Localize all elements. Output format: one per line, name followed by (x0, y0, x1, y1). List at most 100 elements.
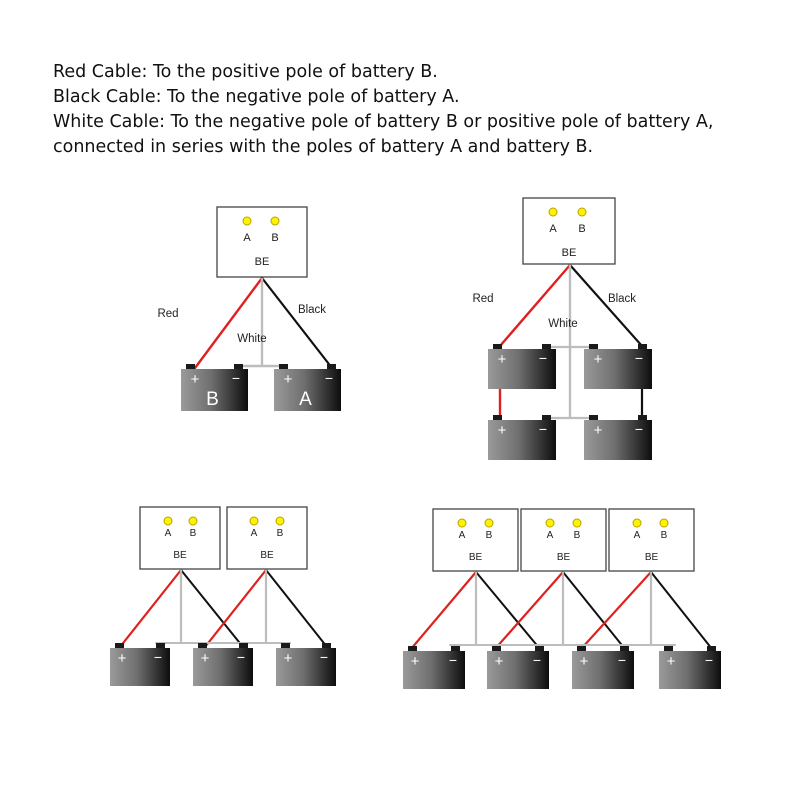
battery: +−B (181, 364, 248, 411)
white-cable-label: White (548, 318, 577, 330)
battery-terminal-minus (542, 344, 551, 349)
battery-plus-sign: + (201, 650, 210, 667)
battery: +− (110, 643, 170, 686)
battery-body (274, 369, 341, 411)
battery-terminal-plus (281, 643, 290, 648)
battery-plus-sign: + (498, 351, 507, 368)
module-box (520, 508, 607, 572)
battery-terminal-minus (707, 646, 716, 651)
module-be-label: BE (557, 552, 571, 563)
red-cable (579, 570, 653, 651)
battery-plus-sign: + (580, 653, 589, 670)
battery-plus-sign: + (594, 422, 603, 439)
indicator-a-label: A (243, 232, 251, 244)
battery-body (276, 648, 336, 686)
battery-terminal-plus (664, 646, 673, 651)
battery-terminal-minus (327, 364, 336, 369)
module-box (216, 206, 308, 278)
black-cable (180, 569, 244, 648)
indicator-b-icon (188, 516, 198, 526)
battery-minus-sign: − (635, 421, 643, 437)
battery-body (193, 648, 253, 686)
battery-minus-sign: − (539, 421, 547, 437)
battery: +− (659, 646, 721, 689)
black-cable (260, 276, 334, 370)
battery-minus-sign: − (533, 652, 541, 668)
indicator-a-label: A (547, 530, 554, 541)
battery-plus-sign: + (495, 653, 504, 670)
indicator-b-label: B (190, 528, 197, 539)
white-cable-label: White (237, 333, 266, 345)
battery-terminal-plus (115, 643, 124, 648)
indicator-b-label: B (277, 528, 284, 539)
batteries-layer: +−B+−A+−+−+−+−+−+−+−+−+−+−+− (110, 344, 721, 689)
battery-plus-sign: + (284, 371, 293, 388)
battery: +−A (274, 364, 341, 411)
battery-letter: A (299, 389, 312, 410)
black-cable-label: Black (298, 304, 326, 316)
red-cable (118, 568, 183, 649)
module-box (432, 508, 519, 572)
battery-plus-sign: + (594, 351, 603, 368)
control-module: A BBE (226, 506, 308, 570)
battery: +− (487, 646, 549, 689)
battery-body (659, 651, 721, 689)
black-cable (562, 571, 626, 650)
battery-plus-sign: + (411, 653, 420, 670)
red-cable-label: Red (472, 293, 493, 305)
battery-terminal-plus (577, 646, 586, 651)
battery: +− (584, 344, 652, 389)
battery-minus-sign: − (618, 652, 626, 668)
battery-body (181, 369, 248, 411)
indicator-a-label: A (251, 528, 258, 539)
control-module: A BBE (139, 506, 221, 570)
black-cable (475, 571, 541, 650)
description-line-white: White Cable: To the negative pole of bat… (53, 112, 714, 132)
indicator-a-label: A (165, 528, 172, 539)
indicator-a-label: A (549, 223, 557, 235)
red-cable-label: Red (157, 308, 178, 320)
module-box (522, 197, 616, 265)
indicator-b-icon (577, 207, 587, 217)
battery-minus-sign: − (705, 652, 713, 668)
battery-terminal-minus (322, 643, 331, 648)
module-be-label: BE (645, 552, 659, 563)
indicator-a-icon (163, 516, 173, 526)
indicator-a-label: A (634, 530, 641, 541)
battery-minus-sign: − (232, 370, 240, 386)
battery-terminal-plus (279, 364, 288, 369)
battery-body (488, 420, 556, 460)
red-cable (493, 570, 565, 651)
indicator-a-icon (632, 518, 642, 528)
battery-plus-sign: + (118, 650, 127, 667)
battery-terminal-plus (198, 643, 207, 648)
module-box (139, 506, 221, 570)
battery-plus-sign: + (284, 650, 293, 667)
battery-body (584, 420, 652, 460)
indicator-b-label: B (661, 530, 668, 541)
indicator-b-icon (484, 518, 494, 528)
module-be-label: BE (260, 550, 274, 561)
battery-minus-sign: − (237, 649, 245, 665)
battery-body (110, 648, 170, 686)
battery-terminal-plus (493, 415, 502, 420)
battery-body (584, 349, 652, 389)
module-be-label: BE (173, 550, 187, 561)
battery-terminal-minus (239, 643, 248, 648)
indicator-b-icon (275, 516, 285, 526)
battery-plus-sign: + (667, 653, 676, 670)
description-line-red: Red Cable: To the positive pole of batte… (53, 62, 438, 82)
battery-minus-sign: − (635, 350, 643, 366)
battery-body (488, 349, 556, 389)
battery-minus-sign: − (320, 649, 328, 665)
description-line-series: connected in series with the poles of ba… (53, 137, 594, 157)
battery: +− (584, 415, 652, 460)
black-cable (650, 571, 713, 650)
battery-terminal-minus (234, 364, 243, 369)
module-box (226, 506, 308, 570)
red-cable (203, 568, 268, 649)
